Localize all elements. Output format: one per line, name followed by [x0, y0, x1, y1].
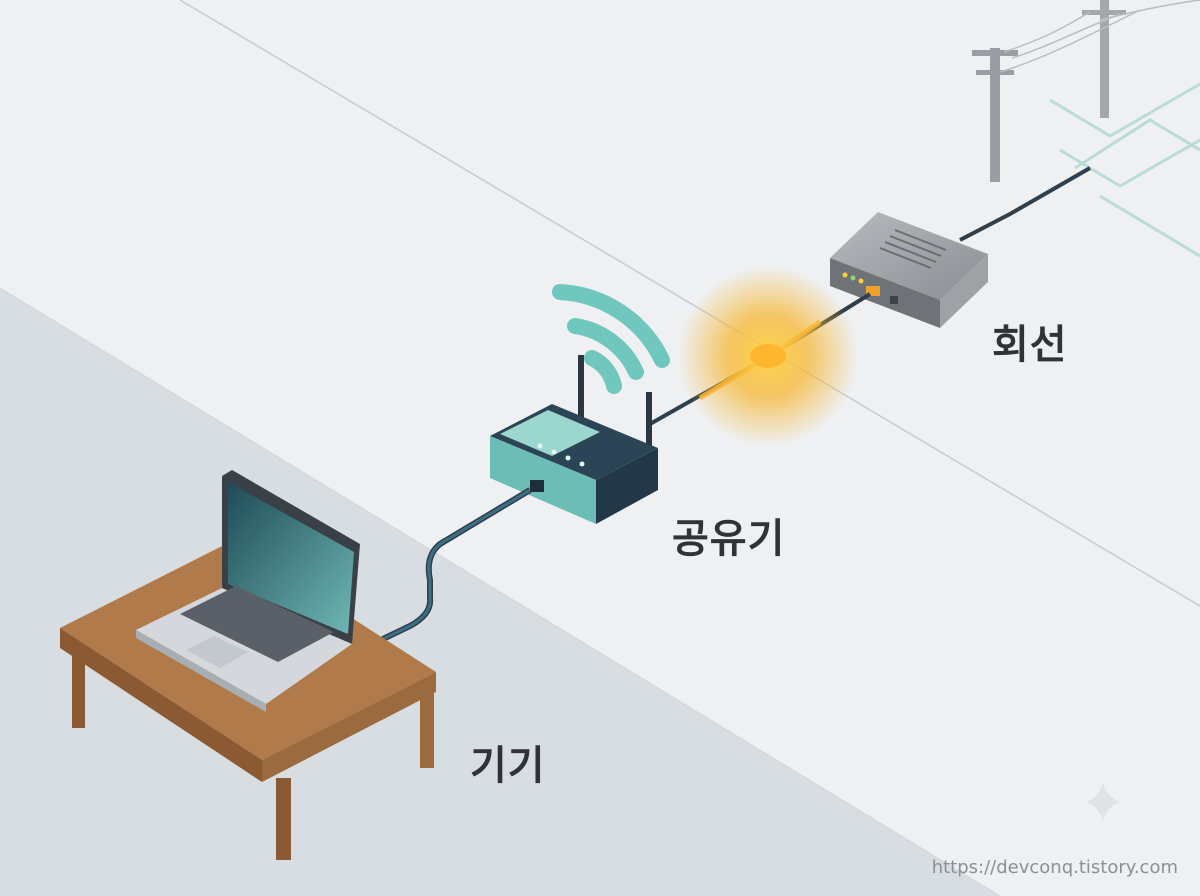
cable-line-to-modem [959, 166, 1091, 242]
signal-glow-core [750, 344, 786, 368]
floor-edge-line [0, 287, 1001, 896]
cable-line-router-laptop-inner [359, 488, 531, 652]
horizon-line [179, 0, 1200, 607]
modem-label: 회선 [992, 322, 1068, 368]
device-label: 기기 [470, 743, 546, 789]
wifi-icon [552, 284, 670, 394]
sparkle-icon [1086, 782, 1120, 822]
modem-icon [830, 212, 988, 328]
laptop-icon [136, 470, 360, 712]
router-icon [490, 355, 658, 524]
ground-lines [1049, 82, 1200, 258]
utility-poles-icon [972, 0, 1200, 182]
watermark-text: https://devconq.tistory.com [931, 857, 1178, 878]
router-label: 공유기 [672, 516, 786, 562]
